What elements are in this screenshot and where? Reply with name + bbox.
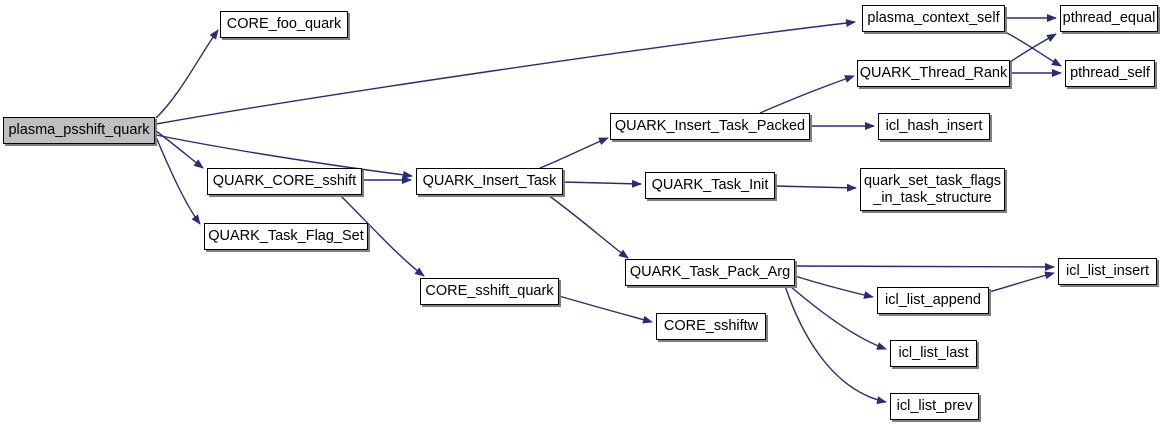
edge-QUARK_Insert_Task_Packed-to-QUARK_Thread_Rank bbox=[759, 75, 855, 114]
node-plasma_context_self[interactable]: plasma_context_self bbox=[862, 5, 1005, 32]
node-QUARK_Task_Pack_Arg[interactable]: QUARK_Task_Pack_Arg bbox=[625, 259, 795, 286]
edge-plasma_psshift_quark-to-QUARK_Insert_Task bbox=[155, 134, 413, 179]
edge-QUARK_Thread_Rank-to-pthread_equal bbox=[1009, 33, 1057, 63]
node-CORE_foo_quark[interactable]: CORE_foo_quark bbox=[220, 11, 348, 38]
edge-QUARK_Task_Pack_Arg-to-icl_list_append bbox=[794, 275, 874, 299]
node-icl_list_append[interactable]: icl_list_append bbox=[877, 287, 989, 314]
node-quark_set_task_flags_in_task_structure[interactable]: quark_set_task_flags _in_task_structure bbox=[860, 168, 1005, 211]
node-CORE_sshiftw[interactable]: CORE_sshiftw bbox=[656, 313, 766, 340]
edge-QUARK_CORE_sshift-to-CORE_sshift_quark bbox=[339, 194, 425, 277]
node-icl_hash_insert[interactable]: icl_hash_insert bbox=[878, 113, 990, 140]
node-icl_list_prev[interactable]: icl_list_prev bbox=[890, 393, 979, 420]
edge-QUARK_Insert_Task-to-QUARK_Task_Pack_Arg bbox=[547, 194, 629, 259]
edge-group bbox=[155, 14, 1062, 405]
edge-QUARK_Insert_Task-to-QUARK_Task_Init bbox=[562, 179, 642, 188]
edge-plasma_context_self-to-pthread_self bbox=[1004, 31, 1062, 67]
node-QUARK_Task_Init[interactable]: QUARK_Task_Init bbox=[645, 172, 775, 199]
node-QUARK_Insert_Task_Packed[interactable]: QUARK_Insert_Task_Packed bbox=[610, 113, 810, 140]
node-CORE_sshift_quark[interactable]: CORE_sshift_quark bbox=[420, 278, 559, 305]
edge-QUARK_Task_Init-to-quark_set_task_flags_in_task_structure bbox=[774, 183, 857, 192]
edge-plasma_psshift_quark-to-plasma_context_self bbox=[155, 19, 856, 125]
node-icl_list_last[interactable]: icl_list_last bbox=[890, 340, 977, 367]
edge-QUARK_Insert_Task-to-QUARK_Insert_Task_Packed bbox=[539, 137, 609, 169]
edge-QUARK_Task_Pack_Arg-to-icl_list_insert bbox=[794, 262, 1055, 271]
edge-QUARK_Task_Pack_Arg-to-icl_list_prev bbox=[784, 285, 887, 405]
node-QUARK_Task_Flag_Set[interactable]: QUARK_Task_Flag_Set bbox=[204, 223, 368, 250]
node-icl_list_insert[interactable]: icl_list_insert bbox=[1058, 258, 1157, 285]
node-QUARK_Insert_Task[interactable]: QUARK_Insert_Task bbox=[416, 168, 563, 195]
edge-plasma_psshift_quark-to-CORE_foo_quark bbox=[155, 29, 219, 119]
edge-CORE_sshift_quark-to-CORE_sshiftw bbox=[558, 295, 653, 324]
node-QUARK_Thread_Rank[interactable]: QUARK_Thread_Rank bbox=[857, 60, 1010, 87]
edge-plasma_psshift_quark-to-QUARK_Task_Flag_Set bbox=[155, 136, 201, 225]
node-pthread_equal[interactable]: pthread_equal bbox=[1060, 5, 1158, 32]
node-QUARK_CORE_sshift[interactable]: QUARK_CORE_sshift bbox=[207, 168, 362, 195]
edge-icl_list_append-to-icl_list_insert bbox=[988, 271, 1055, 293]
edge-QUARK_Task_Pack_Arg-to-icl_list_last bbox=[789, 285, 887, 350]
node-plasma_psshift_quark[interactable]: plasma_psshift_quark bbox=[3, 117, 155, 144]
node-pthread_self[interactable]: pthread_self bbox=[1065, 60, 1155, 87]
edge-plasma_psshift_quark-to-QUARK_CORE_sshift bbox=[155, 130, 204, 169]
